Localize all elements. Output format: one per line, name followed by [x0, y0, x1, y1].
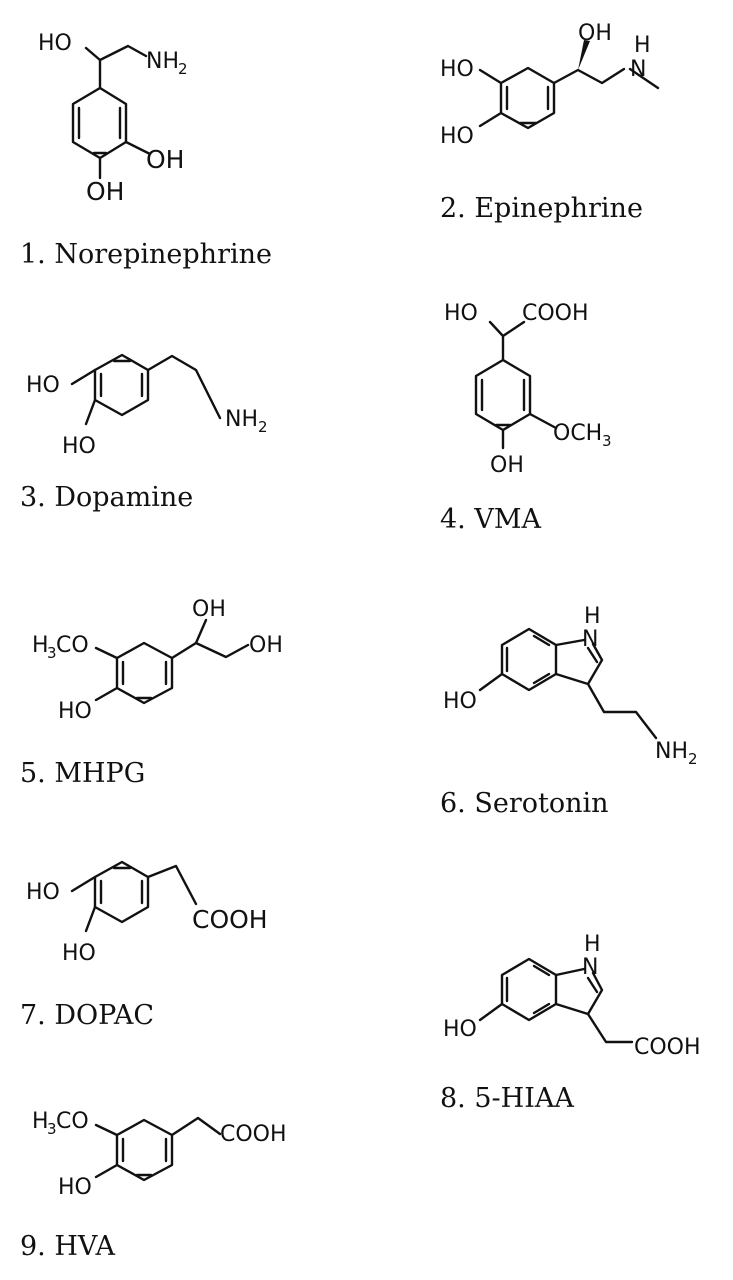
methoxy-hydrogen-label: H	[32, 1109, 49, 1134]
hydroxyl-label: OH	[490, 453, 524, 478]
dopamine-bonds	[70, 353, 222, 426]
caption-mhpg: 5. MHPG	[20, 758, 145, 789]
compound-serotonin: H N HO NH 2 6. Serotonin	[440, 604, 698, 819]
caption-vma: 4. VMA	[440, 504, 541, 535]
dopac-bonds	[70, 860, 198, 933]
hydroxyl-label: HO	[440, 124, 474, 149]
hva-bonds	[94, 1116, 222, 1182]
compound-vma: HO COOH OCH 3 OH 4. VMA	[440, 301, 612, 535]
methoxy-subscript: 3	[47, 1120, 57, 1138]
compound-norepinephrine: HO NH 2 OH OH 1. Norepinephrine	[20, 31, 272, 270]
compound-hva: H 3 CO COOH HO 9. HVA	[20, 1109, 287, 1262]
amine-label: NH	[225, 407, 258, 432]
methoxy-label: OCH	[553, 421, 602, 446]
hydroxyl-label: HO	[26, 880, 60, 905]
hydroxyl-label: HO	[26, 373, 60, 398]
amine-subscript: 2	[178, 60, 188, 78]
methoxy-label: CO	[56, 1109, 89, 1134]
methoxy-subscript: 3	[602, 432, 612, 450]
hydroxyl-label: OH	[578, 21, 612, 46]
compound-mhpg: OH H 3 CO OH HO 5. MHPG	[20, 597, 283, 789]
compound-dopac: HO HO COOH 7. DOPAC	[20, 860, 268, 1031]
caption-5-hiaa: 8. 5-HIAA	[440, 1083, 574, 1114]
amine-label: NH	[146, 49, 179, 74]
hydroxyl-label: HO	[58, 699, 92, 724]
hydroxyl-label: HO	[38, 31, 72, 56]
caption-serotonin: 6. Serotonin	[440, 788, 609, 819]
methoxy-subscript: 3	[47, 644, 57, 662]
hydroxyl-label: HO	[443, 689, 477, 714]
hydroxyl-label: HO	[62, 941, 96, 966]
amine-subscript: 2	[688, 750, 698, 768]
amine-label: NH	[655, 739, 688, 764]
amine-nitrogen-label: N	[630, 57, 646, 82]
caption-dopac: 7. DOPAC	[20, 1000, 154, 1031]
compound-epinephrine: OH H N HO HO 2. Epinephrine	[440, 21, 660, 224]
carboxyl-label: COOH	[220, 1122, 287, 1147]
norepinephrine-bonds	[71, 44, 152, 180]
nh-hydrogen-label: H	[584, 932, 601, 957]
hydroxyl-label: OH	[86, 177, 124, 206]
compound-dopamine: HO HO NH 2 3. Dopamine	[20, 353, 268, 513]
hydroxyl-label: HO	[444, 301, 478, 326]
methoxy-hydrogen-label: H	[32, 633, 49, 658]
hydroxyl-label: OH	[146, 145, 184, 174]
methoxy-label: CO	[56, 633, 89, 658]
indole-nitrogen-label: N	[582, 627, 598, 652]
indole-nitrogen-label: N	[582, 955, 598, 980]
carboxyl-label: COOH	[634, 1035, 701, 1060]
carboxyl-label: COOH	[192, 905, 268, 934]
compound-5-hiaa: H N HO COOH 8. 5-HIAA	[440, 932, 701, 1114]
nh-hydrogen-label: H	[584, 604, 601, 629]
caption-dopamine: 3. Dopamine	[20, 482, 193, 513]
mhpg-bonds	[94, 618, 250, 705]
amine-subscript: 2	[258, 418, 268, 436]
5-hiaa-bonds	[478, 957, 634, 1044]
amine-hydrogen-label: H	[634, 33, 651, 58]
hydroxyl-label: OH	[249, 633, 283, 658]
carboxyl-label: COOH	[522, 301, 589, 326]
hydroxyl-label: HO	[440, 57, 474, 82]
caption-hva: 9. HVA	[20, 1231, 116, 1262]
vma-bonds	[474, 320, 558, 450]
hydroxyl-label: OH	[192, 597, 226, 622]
caption-norepinephrine: 1. Norepinephrine	[20, 239, 272, 270]
caption-epinephrine: 2. Epinephrine	[440, 193, 643, 224]
hydroxyl-label: HO	[62, 434, 96, 459]
serotonin-bonds	[478, 627, 658, 740]
hydroxyl-label: HO	[443, 1017, 477, 1042]
hydroxyl-label: HO	[58, 1175, 92, 1200]
epinephrine-bonds	[478, 40, 660, 130]
